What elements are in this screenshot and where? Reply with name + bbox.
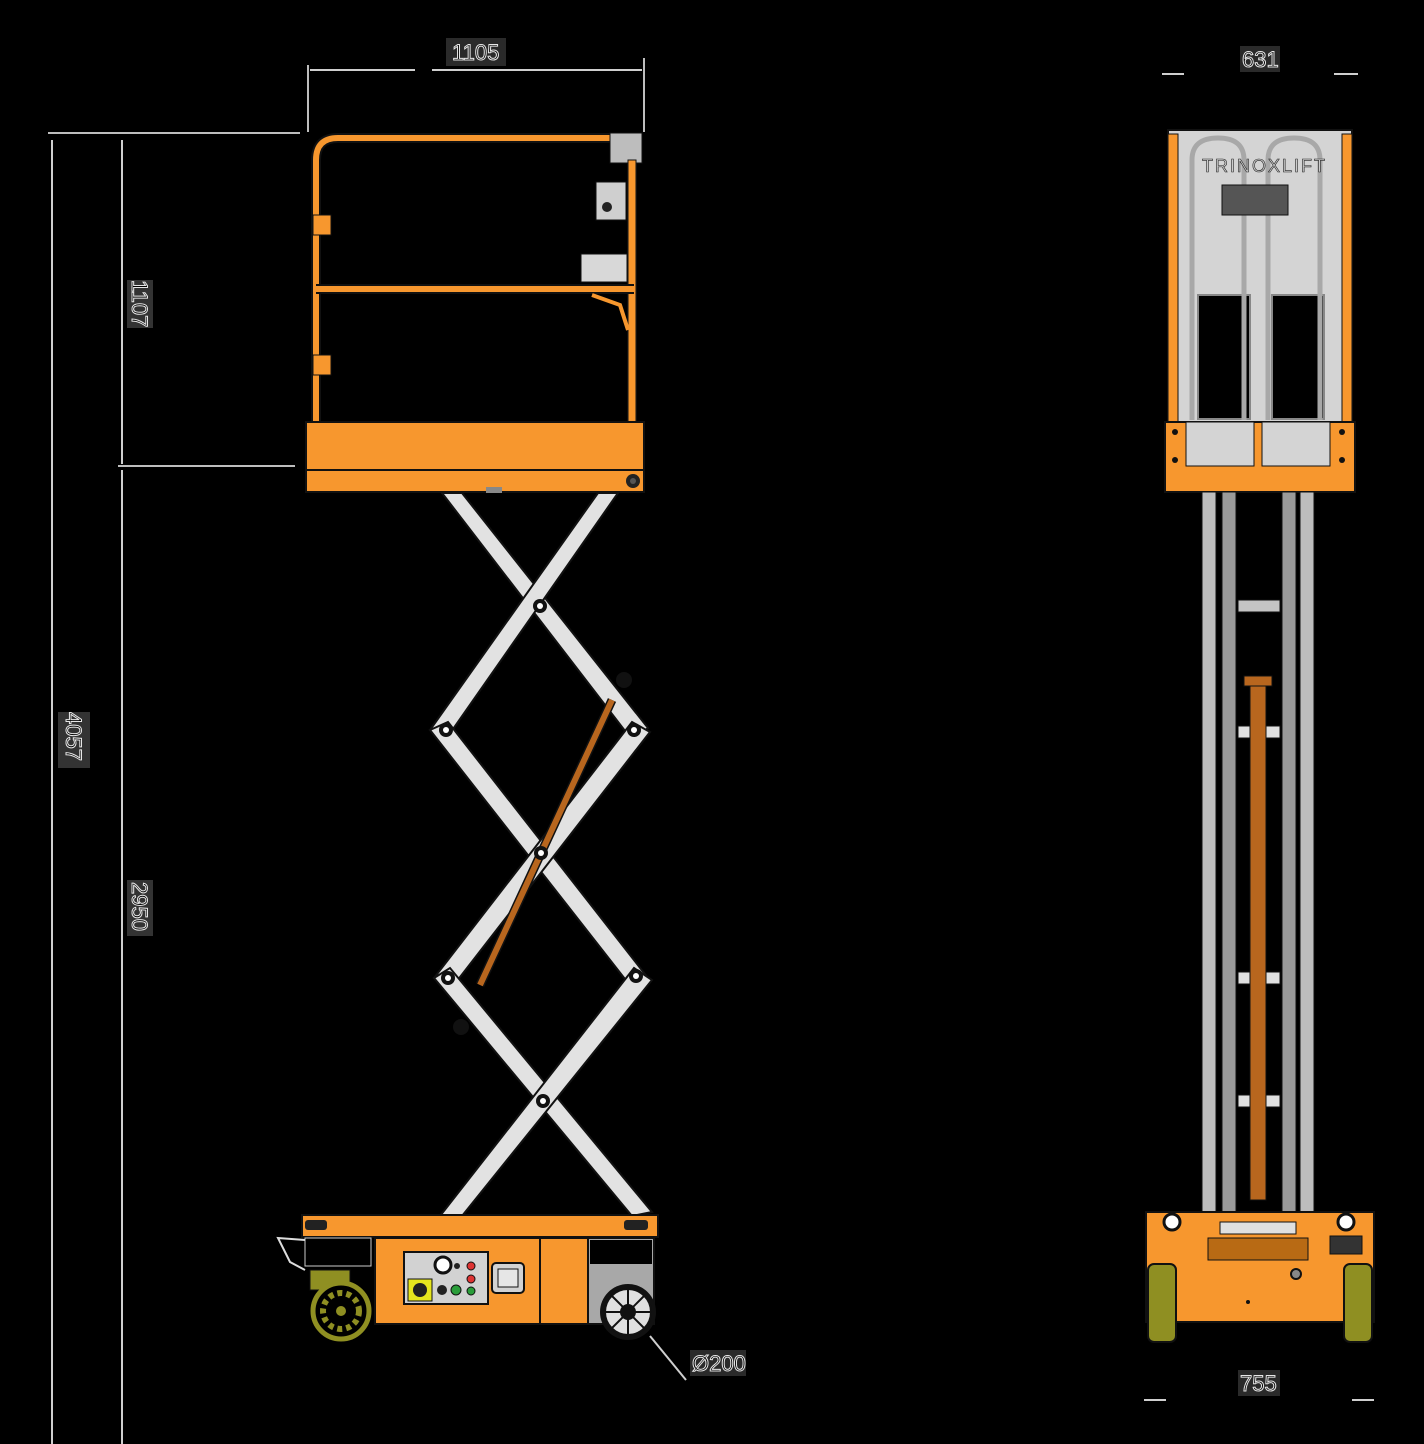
front-guardrail: TRINOXLIFT	[1167, 129, 1353, 423]
dim-label-2950: 2950	[127, 882, 152, 931]
front-view: 631 TRINOXLIFT	[1144, 46, 1375, 1401]
front-caster-wheel	[309, 1269, 372, 1342]
right-wheel	[1343, 1263, 1373, 1343]
brand-text: TRINOXLIFT	[1202, 156, 1327, 176]
dimension-wheel-diameter: Ø200	[649, 1335, 746, 1381]
front-chassis	[1145, 1211, 1375, 1343]
scissor-arms	[428, 492, 654, 1218]
left-wheel	[1147, 1263, 1177, 1343]
control-box-icon	[595, 181, 627, 221]
emergency-stop-icon	[413, 1283, 427, 1297]
mast	[1201, 491, 1315, 1215]
dimension-overall-width: 755	[1144, 1370, 1374, 1401]
dim-label-wheel: Ø200	[692, 1351, 746, 1376]
guardrail	[311, 132, 643, 423]
chassis	[276, 1214, 659, 1342]
dimension-heights: 4057 1107 2950	[48, 132, 300, 1444]
platform-deck	[305, 421, 645, 493]
dimension-platform-width: 631	[1162, 46, 1358, 75]
side-view: 1105 4057 1107 2950	[48, 38, 746, 1444]
rear-drive-wheel	[600, 1284, 656, 1340]
dim-label-755: 755	[1240, 1371, 1277, 1396]
dim-label-4057: 4057	[61, 712, 86, 761]
front-platform	[1164, 421, 1356, 493]
lift-cylinder	[1249, 679, 1267, 1201]
dim-label-631: 631	[1242, 47, 1279, 72]
ground-control-panel	[403, 1251, 525, 1305]
dim-label-1107: 1107	[127, 280, 152, 327]
dim-label-1105: 1105	[452, 40, 499, 65]
dimension-platform-length: 1105	[307, 38, 645, 132]
